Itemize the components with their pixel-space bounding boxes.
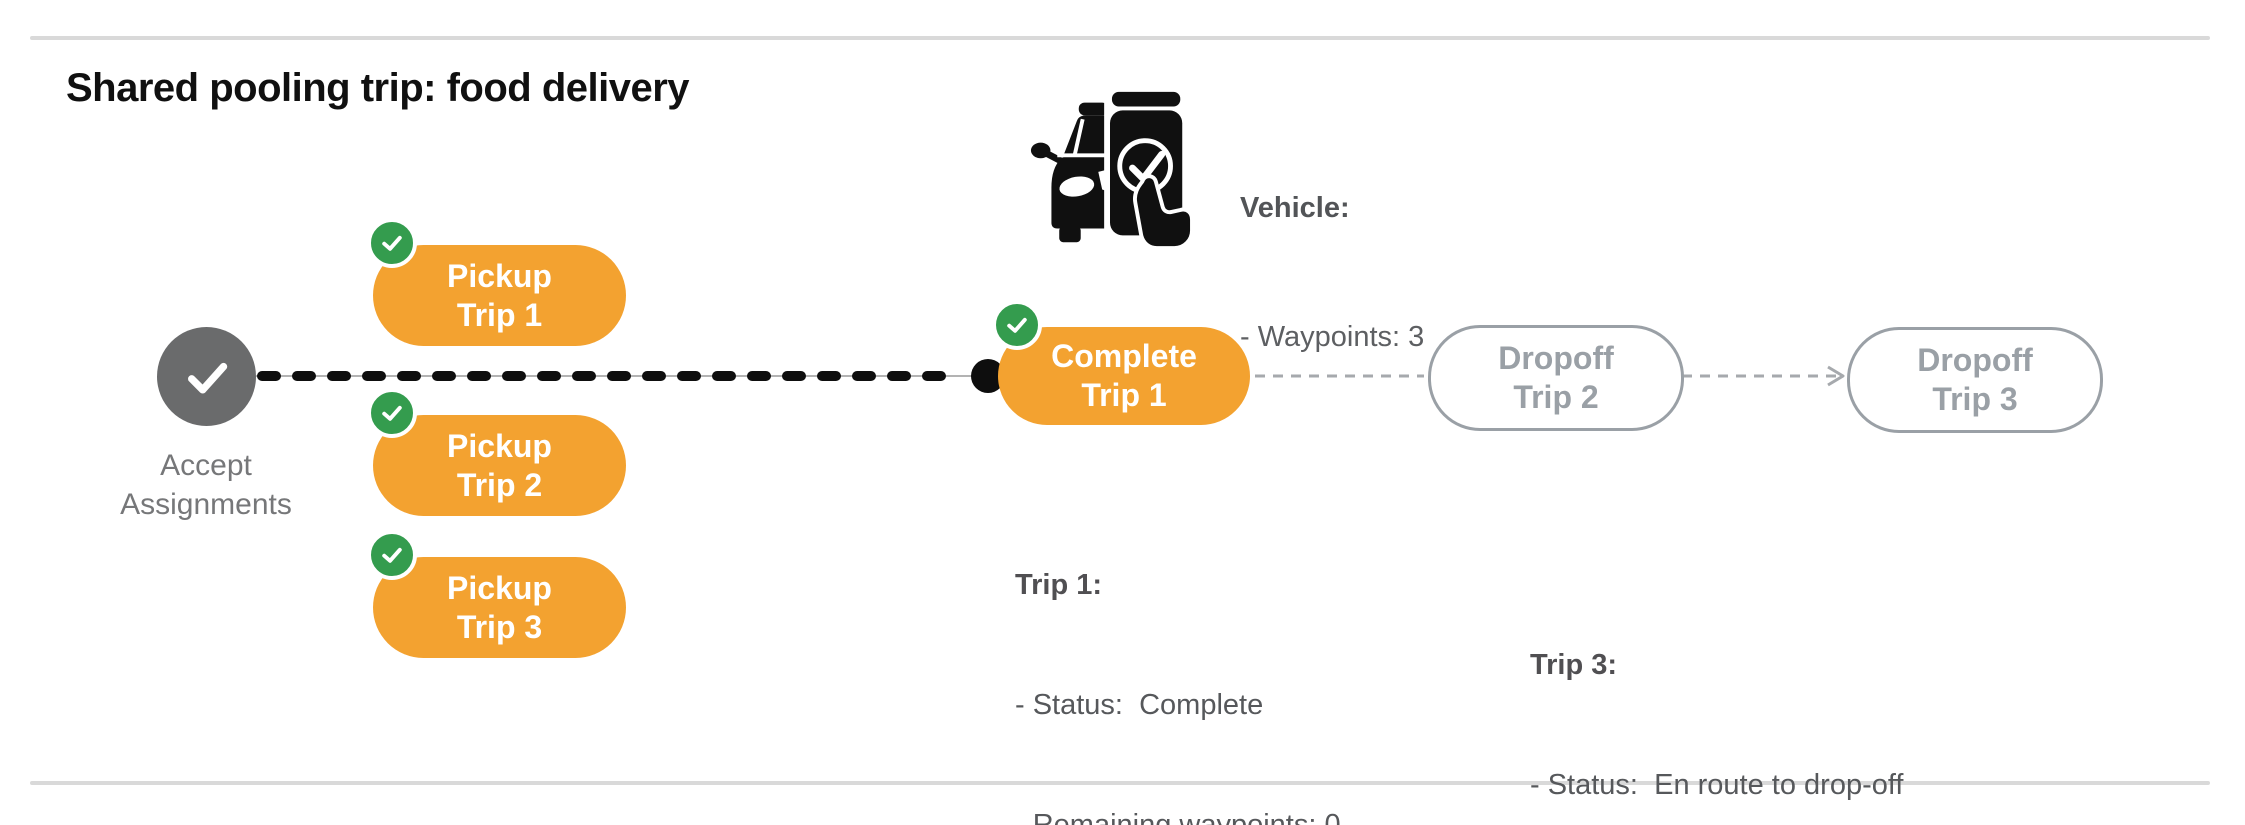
- trip-1-label: Trip 1:: [1015, 569, 1103, 601]
- bottom-divider: [30, 781, 2210, 785]
- vehicle-waypoints: - Waypoints: 3: [1240, 321, 1425, 353]
- trip-3-status: - Status: En route to drop-off: [1530, 769, 1904, 801]
- dropoff-trip-3-node: Dropoff Trip 3: [1847, 327, 2103, 433]
- pickup-trip-3-node: Pickup Trip 3: [367, 530, 626, 658]
- accept-assignments-node: [157, 327, 256, 426]
- green-check-badge: [992, 300, 1042, 350]
- trip-1-status: - Status: Complete: [1015, 689, 1264, 721]
- trip-3-label: Trip 3:: [1530, 649, 1618, 681]
- dropoff-trip-2-node: Dropoff Trip 2: [1428, 325, 1684, 431]
- robotaxi-phone-check-icon: [1028, 86, 1194, 255]
- vehicle-label: Vehicle:: [1240, 192, 1350, 224]
- trip-1-waypoints: - Remaining waypoints: 0: [1015, 809, 1341, 825]
- pickup-trip-1-node: Pickup Trip 1: [367, 218, 626, 346]
- vehicle-info: Vehicle: - Waypoints: 3: [1240, 101, 1424, 445]
- trip-3-details: Trip 3: - Status: En route to drop-off -…: [1530, 565, 1903, 825]
- pickup-trip-2-node: Pickup Trip 2: [367, 388, 626, 516]
- trip-1-2-details: Trip 1: - Status: Complete - Remaining w…: [1015, 485, 1388, 825]
- green-check-badge: [367, 530, 417, 580]
- green-check-badge: [367, 218, 417, 268]
- complete-trip-1-node: Complete Trip 1: [992, 300, 1250, 425]
- green-check-badge: [367, 388, 417, 438]
- accept-assignments-label: Accept Assignments: [120, 449, 292, 521]
- top-divider: [30, 36, 2210, 40]
- page-title: Shared pooling trip: food delivery: [66, 66, 690, 110]
- check-icon: [187, 362, 227, 394]
